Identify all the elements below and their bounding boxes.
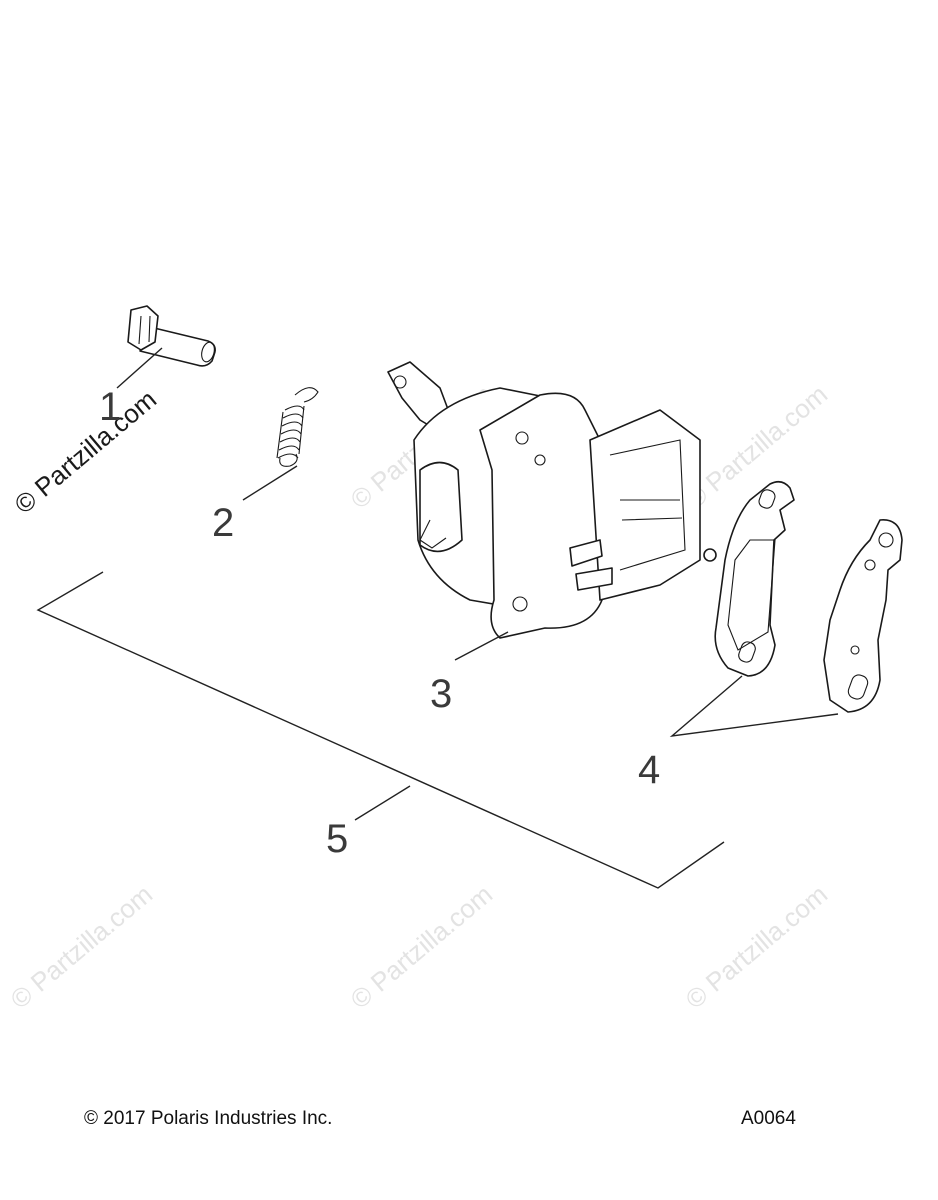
part-brake-pad-right [823,519,903,713]
watermark-faint: © Partzilla.com [680,879,833,1015]
part-caliper [387,361,717,639]
callout-5: 5 [326,817,348,861]
diagram-code: A0064 [741,1108,796,1129]
leader-4 [669,675,839,738]
leader-3 [454,631,509,661]
watermark-faint: © Partzilla.com [345,879,498,1015]
part-spring [276,387,319,467]
watermark-main: © Partzilla.com [9,384,162,520]
part-bolt [127,305,216,367]
callout-3: 3 [430,672,452,716]
part-brake-pad-left [714,480,795,677]
leader-1 [116,347,163,389]
callout-4: 4 [638,748,660,792]
leader-2 [242,465,298,501]
callout-2: 2 [212,501,234,545]
callout-1: 1 [99,385,121,429]
leader-5 [354,785,411,821]
watermark-faint: © Partzilla.com [5,879,158,1015]
assembly-bracket-5 [36,571,725,889]
copyright-text: © 2017 Polaris Industries Inc. [84,1108,333,1129]
